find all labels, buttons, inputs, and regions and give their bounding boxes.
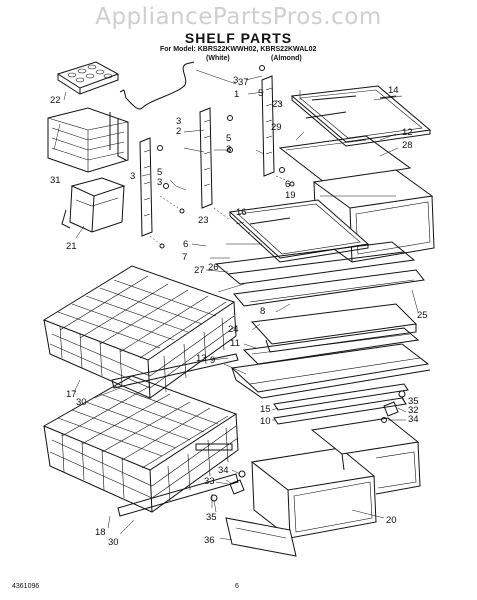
callout-23-top: 23	[272, 99, 283, 110]
callout-6-lower: 6	[183, 239, 189, 250]
callout-16: 16	[236, 207, 247, 218]
part-shelf-ladder-center	[199, 107, 233, 209]
callout-33: 33	[204, 476, 215, 487]
variant-white-label: (White)	[206, 55, 230, 62]
callout-15: 15	[260, 404, 271, 415]
callout-28: 28	[402, 140, 413, 151]
callout-8: 8	[260, 306, 266, 317]
document-number: 4361096	[12, 583, 40, 590]
callout-34-right: 34	[408, 414, 419, 425]
callout-5-left: 5	[157, 167, 163, 178]
callout-36: 36	[204, 535, 215, 546]
callout-30-upper: 30	[76, 397, 87, 408]
part-wire-ice-bin	[47, 107, 129, 173]
callout-14: 14	[388, 85, 399, 96]
part-basket-rail-lower	[117, 443, 239, 517]
callout-11: 11	[230, 338, 240, 349]
part-glass-shelf-upper	[290, 85, 432, 147]
callout-35-left: 35	[206, 512, 217, 523]
part-shelf-ladder-right	[259, 65, 285, 177]
variant-almond-label: (Almond)	[271, 55, 302, 62]
callout-17: 17	[66, 389, 77, 400]
callout-3-center: 3	[176, 116, 182, 127]
callout-9: 9	[210, 355, 216, 366]
callout-3-left: 3	[130, 171, 136, 182]
callout-34-left: 34	[218, 465, 229, 476]
callout-18: 18	[95, 527, 106, 538]
callout-21: 21	[66, 241, 77, 252]
callout-26: 26	[208, 262, 219, 273]
page-title: SHELF PARTS	[184, 30, 293, 46]
part-shelf-frame-lower	[230, 343, 431, 399]
watermark: AppliancePartsPros.com	[95, 4, 382, 30]
callout-7: 7	[182, 252, 188, 263]
callout-31: 31	[50, 175, 61, 186]
part-crisper-drawer-lower-right	[310, 417, 421, 495]
callout-30-lower: 30	[108, 537, 119, 548]
part-wire-harness	[119, 61, 195, 110]
part-drawer-trim	[225, 517, 297, 557]
model-line: For Model: KBRS22KWWH02, KBRS22KWAL02	[160, 46, 317, 53]
callout-25: 25	[417, 310, 428, 321]
callout-35-right: 35	[408, 396, 419, 407]
callout-3-top: 3	[233, 75, 239, 86]
part-glass-shelf-middle	[228, 199, 370, 263]
callout-13: 13	[196, 353, 207, 364]
part-shelf-frame-middle	[214, 241, 425, 307]
callout-6-upper: 6	[285, 179, 291, 190]
page-number: 6	[235, 583, 239, 590]
callout-3-center-low: 3	[226, 144, 232, 155]
callout-22: 22	[50, 95, 61, 106]
part-ice-tray	[56, 61, 120, 95]
callout-19: 19	[285, 190, 296, 201]
part-drawer-rollers	[210, 390, 406, 508]
part-shelf-frame-upper	[278, 135, 412, 183]
callout-12: 12	[402, 127, 413, 138]
callout-24: 24	[228, 324, 239, 335]
part-crisper-drawer-lower-left	[250, 447, 377, 539]
part-wire-basket-lower	[42, 375, 239, 513]
part-basket-rail-upper	[111, 353, 239, 389]
callout-23-middle: 23	[198, 215, 209, 226]
callout-3-left-low: 3	[157, 177, 163, 188]
callout-20: 20	[386, 515, 397, 526]
screw-details	[149, 175, 295, 249]
callout-5-center: 5	[226, 133, 232, 144]
callout-1: 1	[234, 89, 240, 100]
part-wire-basket-upper	[42, 265, 237, 399]
leader-lines	[53, 69, 419, 541]
callout-27: 27	[194, 265, 205, 276]
part-glass-shelf-lower	[242, 303, 420, 365]
part-shelf-ladder-left	[139, 137, 169, 237]
callout-32: 32	[408, 405, 419, 416]
callout-5-top: 5	[258, 88, 264, 99]
callout-37: 37	[238, 77, 249, 88]
callout-10: 10	[260, 416, 271, 427]
part-ice-bucket	[61, 177, 126, 233]
callout-29: 29	[271, 122, 282, 133]
callout-2: 2	[176, 126, 182, 137]
